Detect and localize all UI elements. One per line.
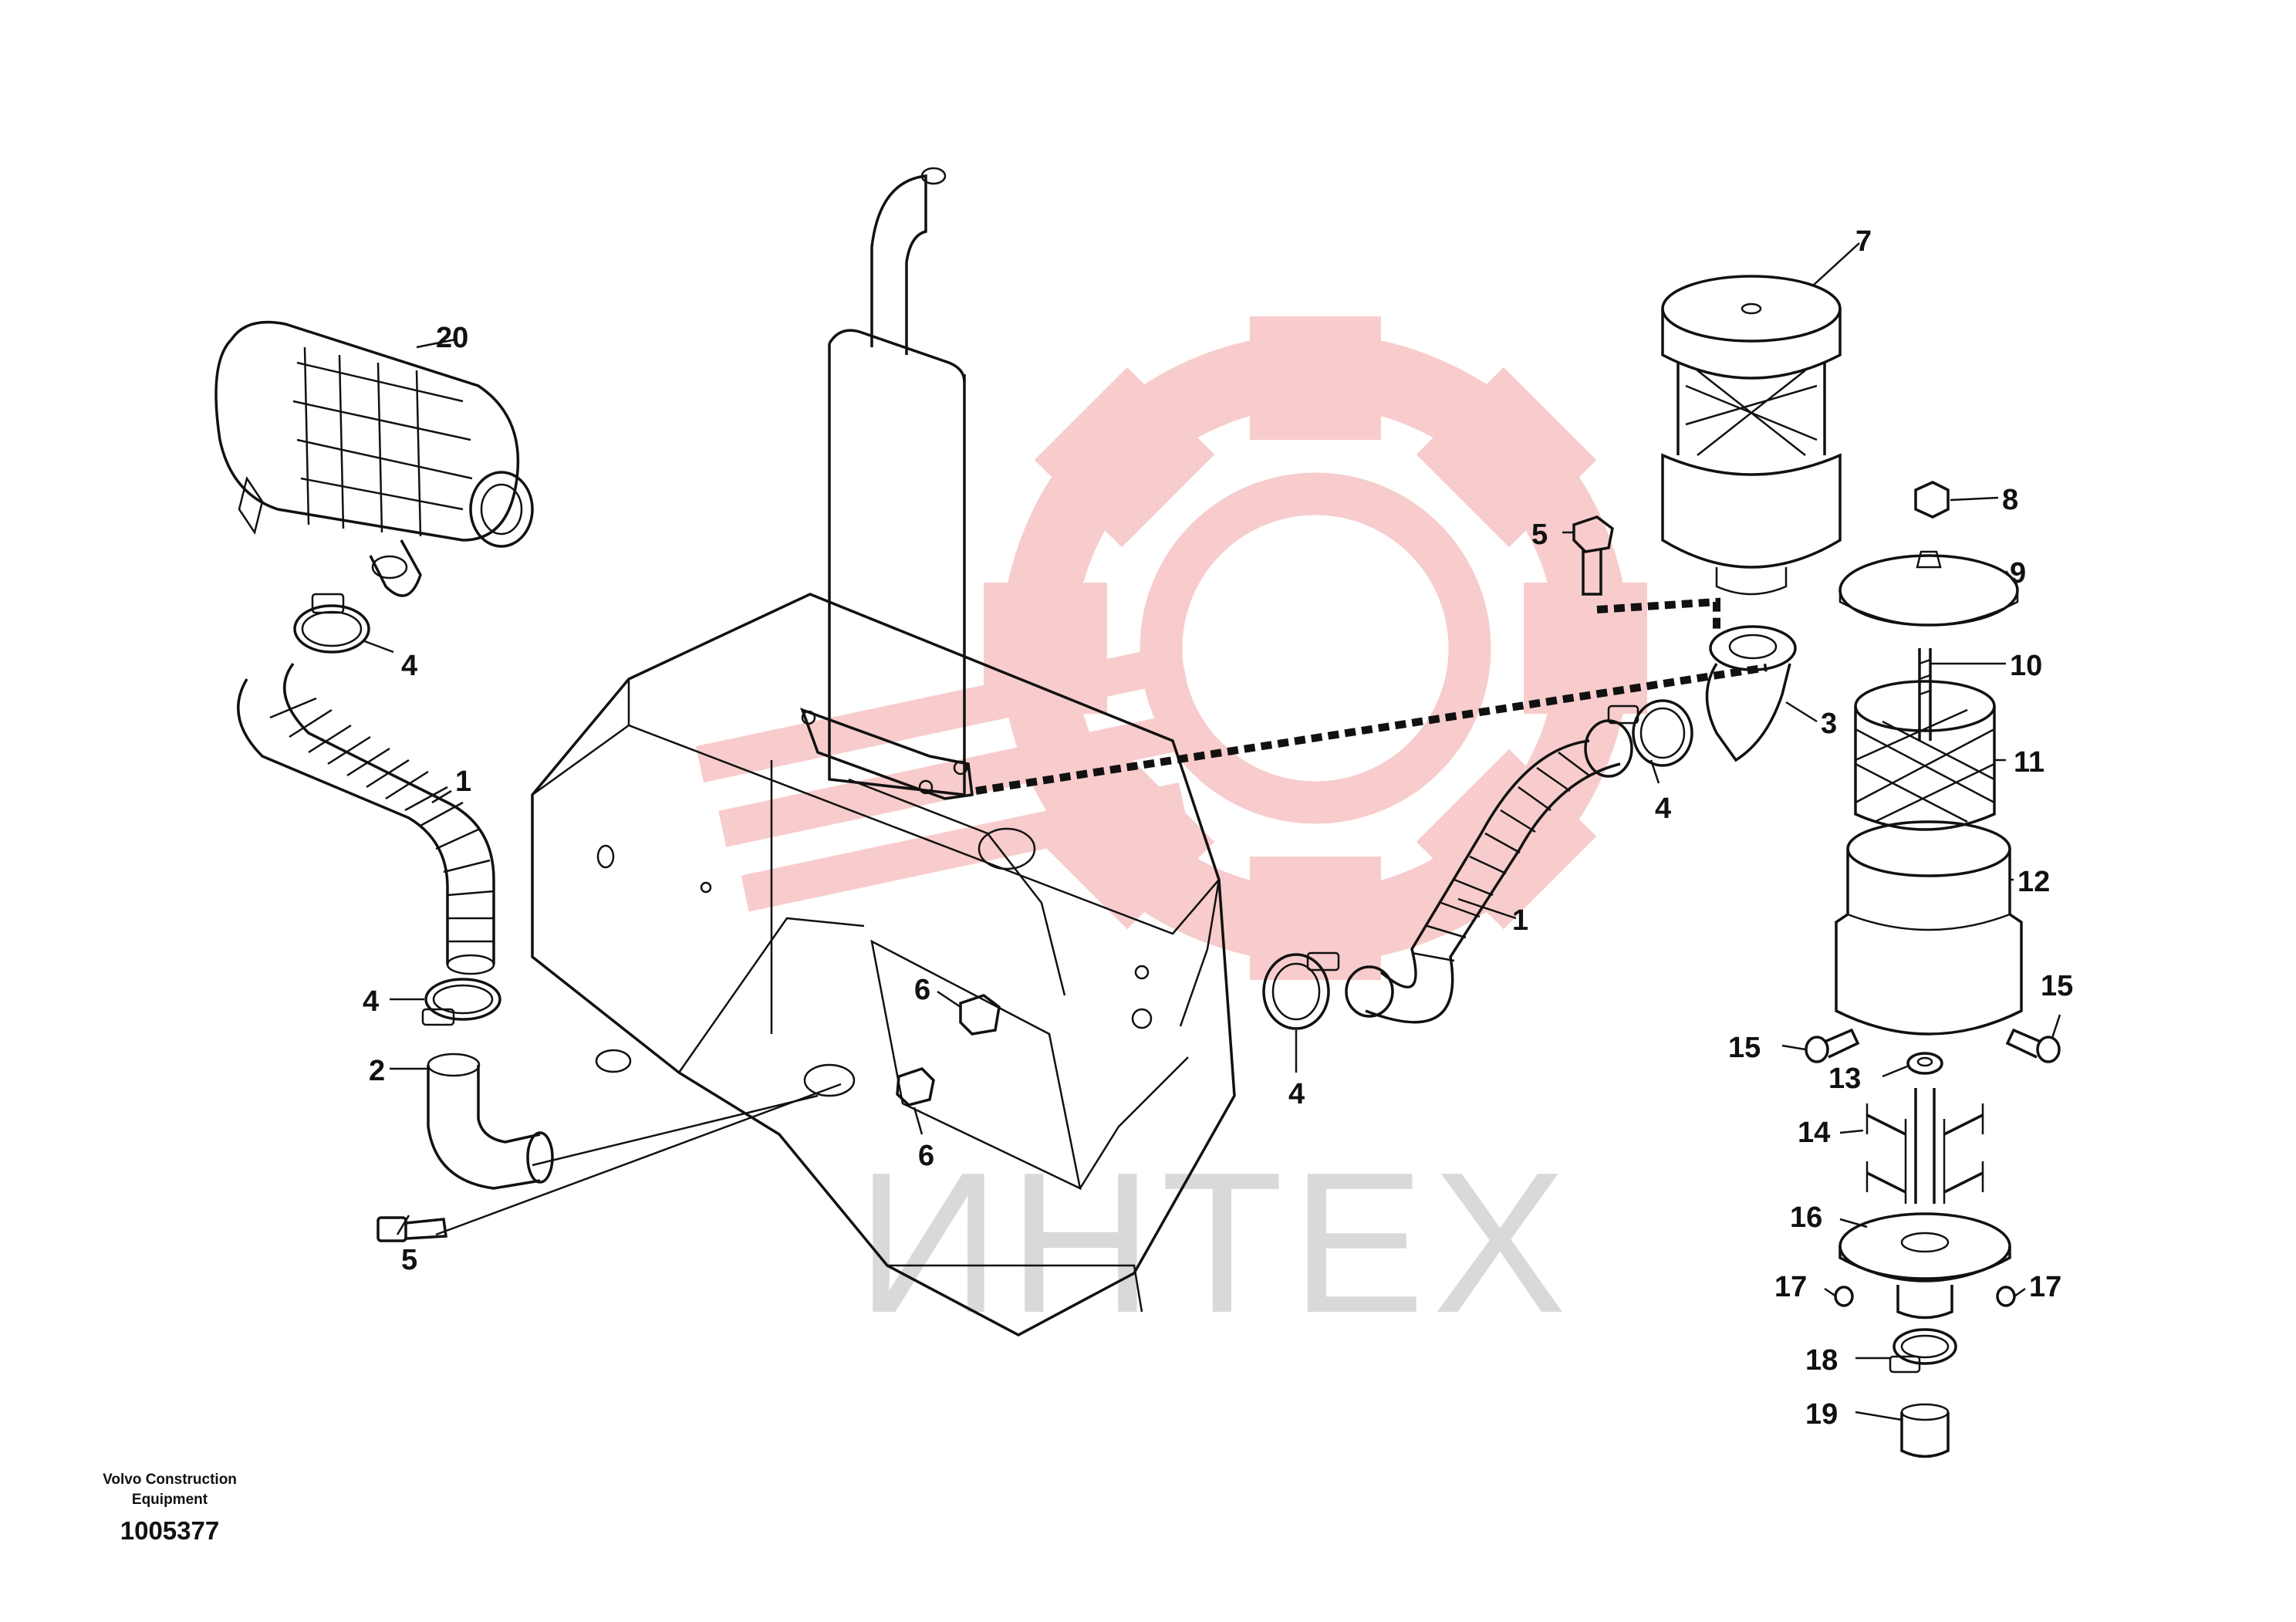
callout-12: 12	[2017, 866, 2050, 898]
nut-upper	[959, 994, 1001, 1036]
washer	[1906, 1052, 1943, 1075]
corrugated-hose-left	[237, 662, 495, 975]
callout-8: 8	[2002, 484, 2018, 516]
callout-14: 14	[1798, 1117, 1830, 1149]
callout-6: 6	[914, 974, 930, 1006]
callout-13: 13	[1828, 1063, 1861, 1095]
callout-4: 4	[1288, 1078, 1305, 1110]
elbow-pipe	[427, 1053, 554, 1190]
filter-element	[1854, 680, 1996, 831]
callout-1: 1	[455, 765, 471, 798]
callout-15: 15	[1728, 1032, 1761, 1064]
callout-3: 3	[1821, 708, 1837, 740]
filter-cover	[1838, 550, 2019, 627]
callout-5: 5	[1531, 519, 1548, 551]
lower-clamp	[1889, 1328, 1957, 1374]
callout-17: 17	[2029, 1271, 2061, 1303]
dust-valve	[1900, 1403, 1950, 1458]
callout-20: 20	[436, 322, 468, 354]
elbow-adapter	[1705, 625, 1797, 762]
drawing-footer: Volvo Construction Equipment 1005377	[77, 1470, 262, 1546]
pre-cleaner	[1661, 275, 1842, 596]
callout-4: 4	[1655, 792, 1671, 825]
assembly-line-bolt	[1596, 597, 1720, 633]
callout-7: 7	[1855, 225, 1872, 258]
machine-frame	[531, 593, 1236, 1336]
bolt-lower-left	[376, 1216, 447, 1242]
leader-lines	[362, 242, 2061, 1421]
base-plate	[1838, 1212, 2011, 1320]
assembly-line-bolt-left	[435, 1083, 842, 1236]
assembly-line-elbow-left	[532, 1094, 819, 1167]
drawing-number: 1005377	[120, 1516, 220, 1545]
filter-housing	[1835, 820, 2023, 1036]
nut-left	[1834, 1286, 1854, 1307]
watermark-gear-logo	[696, 316, 1647, 980]
company-name: Volvo Construction Equipment	[103, 1472, 237, 1508]
callout-6: 6	[918, 1140, 934, 1172]
callout-9: 9	[2010, 557, 2026, 590]
callout-labels: 20 4 1 4 2 5 6 6 5 7 8 9 10 3 4 11 1 12 …	[363, 225, 2073, 1431]
exhaust-muffler	[800, 167, 974, 800]
callout-10: 10	[2010, 650, 2042, 682]
vane-insert	[1866, 1088, 1984, 1204]
callout-5: 5	[401, 1244, 417, 1276]
callout-2: 2	[369, 1055, 385, 1087]
hose-clamp-center	[1262, 951, 1340, 1030]
wing-nut	[1914, 481, 1950, 519]
hose-clamp-lower-left	[421, 978, 501, 1026]
screw-right	[2005, 1028, 2061, 1063]
callout-18: 18	[1805, 1344, 1838, 1377]
callout-17: 17	[1774, 1271, 1807, 1303]
hose-clamp-upper-left	[293, 593, 370, 654]
nut-right	[1996, 1286, 2016, 1307]
callout-1: 1	[1512, 904, 1528, 937]
assembly-line-elbow	[975, 664, 1768, 795]
callout-4: 4	[363, 985, 379, 1018]
nut-lower	[896, 1066, 935, 1107]
air-cleaner-assembly	[214, 320, 534, 597]
callout-16: 16	[1790, 1201, 1822, 1234]
screw-left	[1805, 1028, 1860, 1063]
callout-19: 19	[1805, 1398, 1838, 1431]
callout-11: 11	[2014, 746, 2044, 779]
hose-clamp-upper-right	[1607, 699, 1693, 767]
watermark-text: ИНТЕХ	[856, 1131, 1574, 1355]
bolt-upper-right	[1572, 515, 1614, 596]
callout-15: 15	[2041, 970, 2073, 1002]
callout-4: 4	[401, 650, 417, 682]
